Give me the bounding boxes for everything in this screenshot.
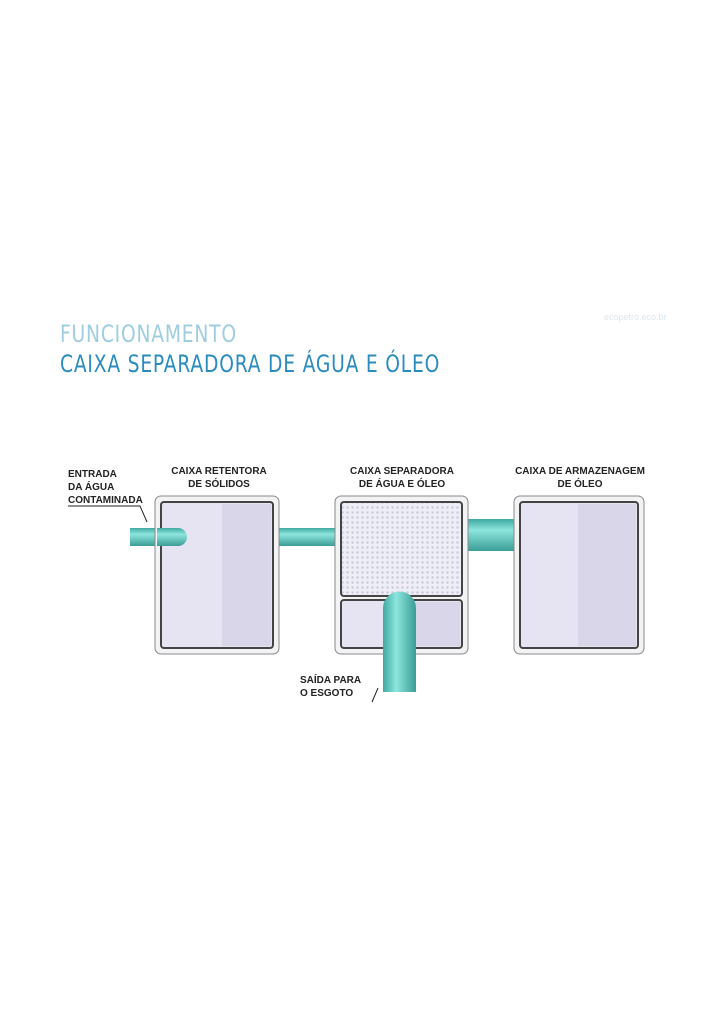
- pipe-box2-box3: [464, 519, 519, 551]
- box2-label: CAIXA SEPARADORA DE ÁGUA E ÓLEO: [332, 465, 472, 491]
- inlet-label-line: ENTRADA: [68, 469, 117, 480]
- outlet-pipe: [383, 591, 416, 692]
- title-caixa-separadora: CAIXA SEPARADORA DE ÁGUA E ÓLEO: [60, 350, 441, 378]
- outlet-label-line: SAÍDA PARA: [300, 675, 362, 686]
- title-funcionamento: FUNCIONAMENTO: [60, 320, 237, 348]
- pipe-box1-box2: [276, 528, 340, 546]
- box2-label-line: CAIXA SEPARADORA: [350, 466, 454, 477]
- box1-label: CAIXA RETENTORA DE SÓLIDOS: [157, 465, 281, 491]
- box1-label-line: CAIXA RETENTORA: [171, 466, 267, 477]
- inlet-leader-line: [68, 505, 148, 523]
- outlet-label: SAÍDA PARA O ESGOTO: [300, 674, 361, 700]
- box3-label-line: CAIXA DE ARMAZENAGEM: [515, 466, 645, 477]
- inlet-label: ENTRADA DA ÁGUA CONTAMINADA: [68, 468, 143, 507]
- outlet-label-line: O ESGOTO: [300, 688, 354, 699]
- outlet-leader-line: [371, 687, 379, 703]
- inlet-label-line: CONTAMINADA: [68, 495, 143, 506]
- box-armazenagem: [513, 495, 645, 655]
- inlet-label-line: DA ÁGUA: [68, 482, 115, 493]
- box3-label: CAIXA DE ARMAZENAGEM DE ÓLEO: [505, 465, 655, 491]
- box2-label-line: DE ÁGUA E ÓLEO: [358, 479, 446, 490]
- watermark: ecopetro.eco.br: [604, 312, 667, 322]
- box3-label-line: DE ÓLEO: [557, 479, 603, 490]
- box-retentora: [154, 495, 280, 655]
- box1-label-line: DE SÓLIDOS: [188, 479, 250, 490]
